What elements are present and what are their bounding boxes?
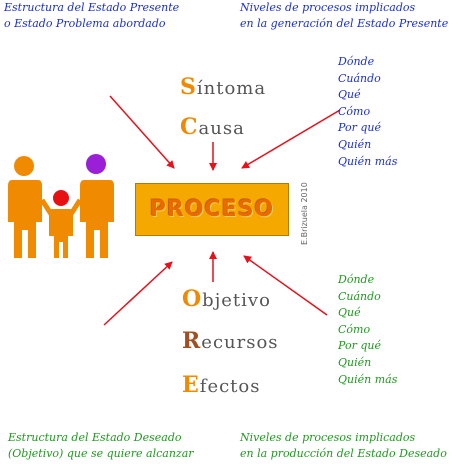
adult-left-head <box>14 156 34 176</box>
bottom-left-caption-line-1: Estructura del Estado Deseado <box>8 431 182 444</box>
question-item: Qué <box>338 306 361 320</box>
questions-top-list: Dónde Cuándo Qué Cómo Por qué Quién Quié… <box>338 54 397 170</box>
term-initial: O <box>182 286 203 312</box>
term-rest: fectos <box>199 376 261 397</box>
arrow-from-bottom-right <box>243 255 328 316</box>
top-left-caption: Estructura del Estado Presente o Estado … <box>4 0 179 32</box>
question-item: Dónde <box>338 55 375 68</box>
arrow-from-bottom-left <box>103 261 173 326</box>
adult-right-head <box>86 154 106 174</box>
arrow-from-top-right <box>241 109 341 169</box>
top-left-caption-line-2: o Estado Problema abordado <box>4 17 166 30</box>
top-right-caption-line-2: en la generación del Estado Presente <box>240 17 449 30</box>
term-initial: E <box>182 372 200 398</box>
author-signature: E.Brizuela 2010 <box>300 182 309 245</box>
term-initial: C <box>180 114 199 140</box>
bottom-left-caption: Estructura del Estado Deseado (Objetivo)… <box>8 430 194 462</box>
process-label: PROCESO <box>149 197 275 222</box>
arrow-from-top-left <box>109 95 175 169</box>
child-body <box>49 209 73 258</box>
term-rest: íntoma <box>196 78 267 99</box>
term-recursos: Recursos <box>182 328 279 354</box>
term-efectos: Efectos <box>182 372 260 398</box>
child-head <box>53 190 69 206</box>
term-sintoma: Síntoma <box>180 74 266 100</box>
question-item: Quién más <box>338 372 398 386</box>
question-item: Cómo <box>338 104 371 118</box>
top-left-caption-line-1: Estructura del Estado Presente <box>4 1 180 14</box>
adult-left-body <box>8 180 42 258</box>
question-item: Dónde <box>338 273 375 286</box>
question-item: Quién <box>338 137 372 151</box>
bottom-right-caption-line-1: Niveles de procesos implicados <box>240 431 416 444</box>
term-initial: R <box>182 328 202 354</box>
question-item: Quién <box>338 355 372 369</box>
questions-bottom-list: Dónde Cuándo Qué Cómo Por qué Quién Quié… <box>338 272 397 388</box>
question-item: Quién más <box>338 154 398 168</box>
question-item: Cuándo <box>338 289 381 303</box>
term-causa: Causa <box>180 114 245 140</box>
question-item: Por qué <box>338 339 381 353</box>
term-rest: ausa <box>198 118 245 139</box>
bottom-right-caption-line-2: en la producción del Estado Deseado <box>240 447 447 460</box>
question-item: Cuándo <box>338 71 381 85</box>
process-box: PROCESO <box>135 183 289 236</box>
term-rest: bjetivo <box>202 290 271 311</box>
term-objetivo: Objetivo <box>182 286 271 312</box>
bottom-right-caption: Niveles de procesos implicados en la pro… <box>240 430 447 462</box>
question-item: Cómo <box>338 322 371 336</box>
question-item: Por qué <box>338 121 381 135</box>
term-rest: ecursos <box>201 332 279 353</box>
top-right-caption-line-1: Niveles de procesos implicados <box>240 1 416 14</box>
term-initial: S <box>180 74 197 100</box>
child-arm-left <box>39 198 54 216</box>
question-item: Qué <box>338 88 361 102</box>
adult-right-body <box>80 180 114 258</box>
child-arm-right <box>68 198 83 216</box>
family-icon <box>8 154 114 258</box>
bottom-left-caption-line-2: (Objetivo) que se quiere alcanzar <box>8 447 194 460</box>
top-right-caption: Niveles de procesos implicados en la gen… <box>240 0 448 32</box>
